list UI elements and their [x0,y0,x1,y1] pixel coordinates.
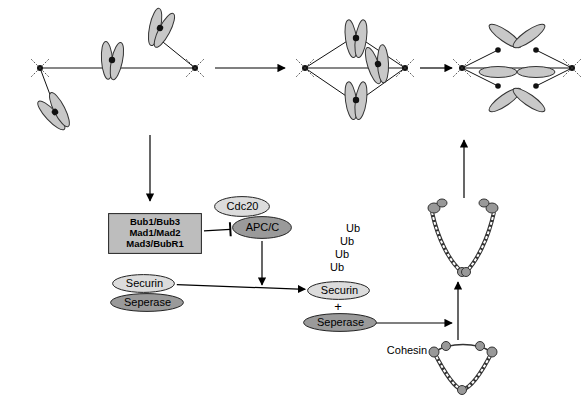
node-text: Seperase [123,296,172,309]
cohesin-label: Cohesin [387,344,427,356]
flow-arrow [177,285,305,290]
node-text: Seperase [316,316,365,329]
ubiquitin-label: Ub [340,235,354,247]
node-text: APC/C [245,221,280,234]
cleaved-cohesin [428,199,498,277]
node-text: Bub1/Bub3 Mad1/Mad2 Mad3/BubR1 [113,217,197,250]
flow-arrows [150,68,464,340]
node-text: Securin [320,284,359,297]
ubiquitin-label: Ub [330,261,344,273]
metaphase-figure [296,19,414,120]
protein-ellipse: Securin [307,281,370,300]
protein-ellipse: APC/C [232,216,292,239]
anaphase-figure [453,21,581,116]
plus-sign: + [334,299,342,314]
checkpoint-box: Bub1/Bub3 Mad1/Mad2 Mad3/BubR1 [108,213,202,254]
protein-ellipse: Seperase [303,313,377,332]
prometaphase-figure [31,6,204,136]
protein-ellipse: Seperase [110,293,184,312]
protein-ellipse: Cdc20 [214,196,270,217]
inhibition-line [204,229,230,231]
node-text: Cdc20 [226,200,259,213]
cohesin-ring [429,342,497,395]
protein-ellipse: Securin [112,274,175,293]
node-text: Securin [125,277,164,290]
ubiquitin-label: Ub [346,222,360,234]
ubiquitin-label: Ub [335,248,349,260]
